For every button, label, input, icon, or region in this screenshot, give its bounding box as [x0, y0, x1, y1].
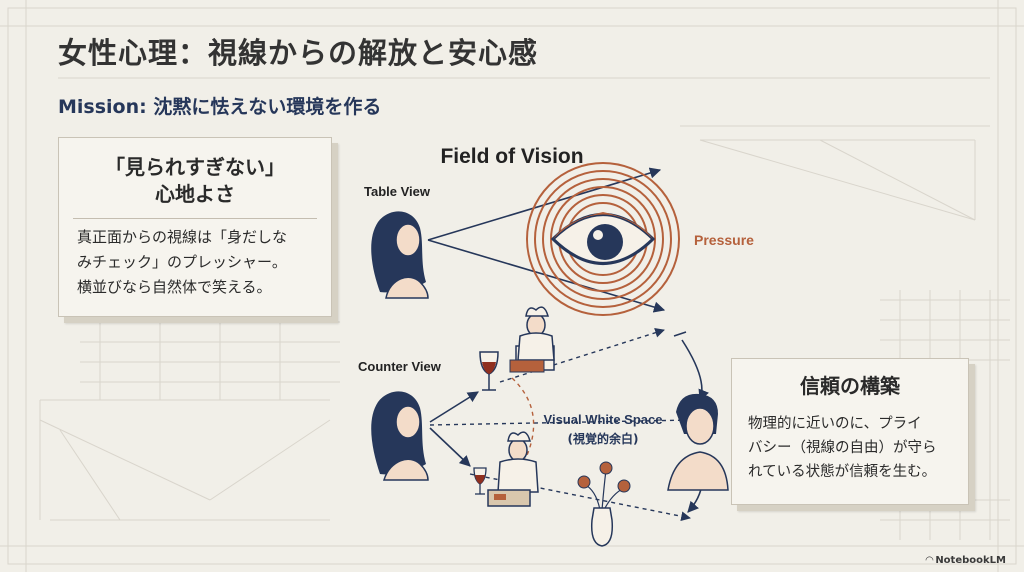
trust-card-body: 物理的に近いのに、プライ バシー（視線の自由）が守ら れている状態が信頼を生む。	[732, 400, 968, 484]
comfort-card-body-line1: 真正面からの視線は「身だしな	[77, 228, 288, 246]
comfort-card: 「見られすぎない」 心地よさ 真正面からの視線は「身だしな みチェック」のプレッ…	[58, 137, 332, 317]
comfort-card-heading-line2: 心地よさ	[155, 182, 235, 206]
pressure-eye-icon	[526, 162, 680, 316]
counter-view-label: Counter View	[358, 359, 442, 374]
comfort-card-body: 真正面からの視線は「身だしな みチェック」のプレッシャー。 横並びなら自然体で笑…	[59, 219, 331, 300]
comfort-card-heading-line1: 「見られすぎない」	[105, 155, 285, 179]
visual-white-space-sub: (視覚的余白)	[568, 431, 639, 446]
pressure-label: Pressure	[694, 232, 754, 248]
comfort-card-heading: 「見られすぎない」 心地よさ	[59, 138, 331, 208]
wine-glass-icon	[479, 351, 499, 391]
diagram-heading: Field of Vision	[440, 145, 583, 168]
chef-bottom-icon	[487, 431, 539, 507]
trust-card-body-line2: バシー（視線の自由）が守ら	[748, 440, 937, 456]
chef-top-icon	[509, 306, 555, 373]
comfort-card-divider	[73, 218, 317, 219]
notebooklm-logo-icon: ◠	[925, 555, 934, 566]
page-subtitle: Mission: 沈黙に怯えない環境を作る	[58, 96, 382, 118]
wine-glass-small-icon	[473, 467, 487, 495]
comfort-card-body-line2: みチェック」のプレッシャー。	[77, 253, 287, 271]
table-view-label: Table View	[364, 184, 431, 199]
man-icon	[667, 393, 729, 491]
brand-name: NotebookLM	[935, 555, 1006, 566]
flower-vase-icon	[577, 461, 631, 547]
trust-card-body-line1: 物理的に近いのに、プライ	[748, 416, 922, 432]
trust-card-body-line3: れている状態が信頼を生む。	[748, 464, 937, 480]
notebooklm-brand: ◠NotebookLM	[926, 555, 1006, 566]
woman-counter-view-icon	[371, 391, 429, 481]
trust-card-heading: 信頼の構築	[800, 374, 900, 398]
visual-white-space-label: Visual White Space	[544, 412, 663, 427]
comfort-card-body-line3: 横並びなら自然体で笑える。	[77, 278, 272, 296]
page-title: 女性心理：視線からの解放と安心感	[58, 36, 539, 70]
woman-table-view-icon	[371, 211, 429, 299]
trust-card: 信頼の構築 物理的に近いのに、プライ バシー（視線の自由）が守ら れている状態が…	[731, 358, 969, 505]
